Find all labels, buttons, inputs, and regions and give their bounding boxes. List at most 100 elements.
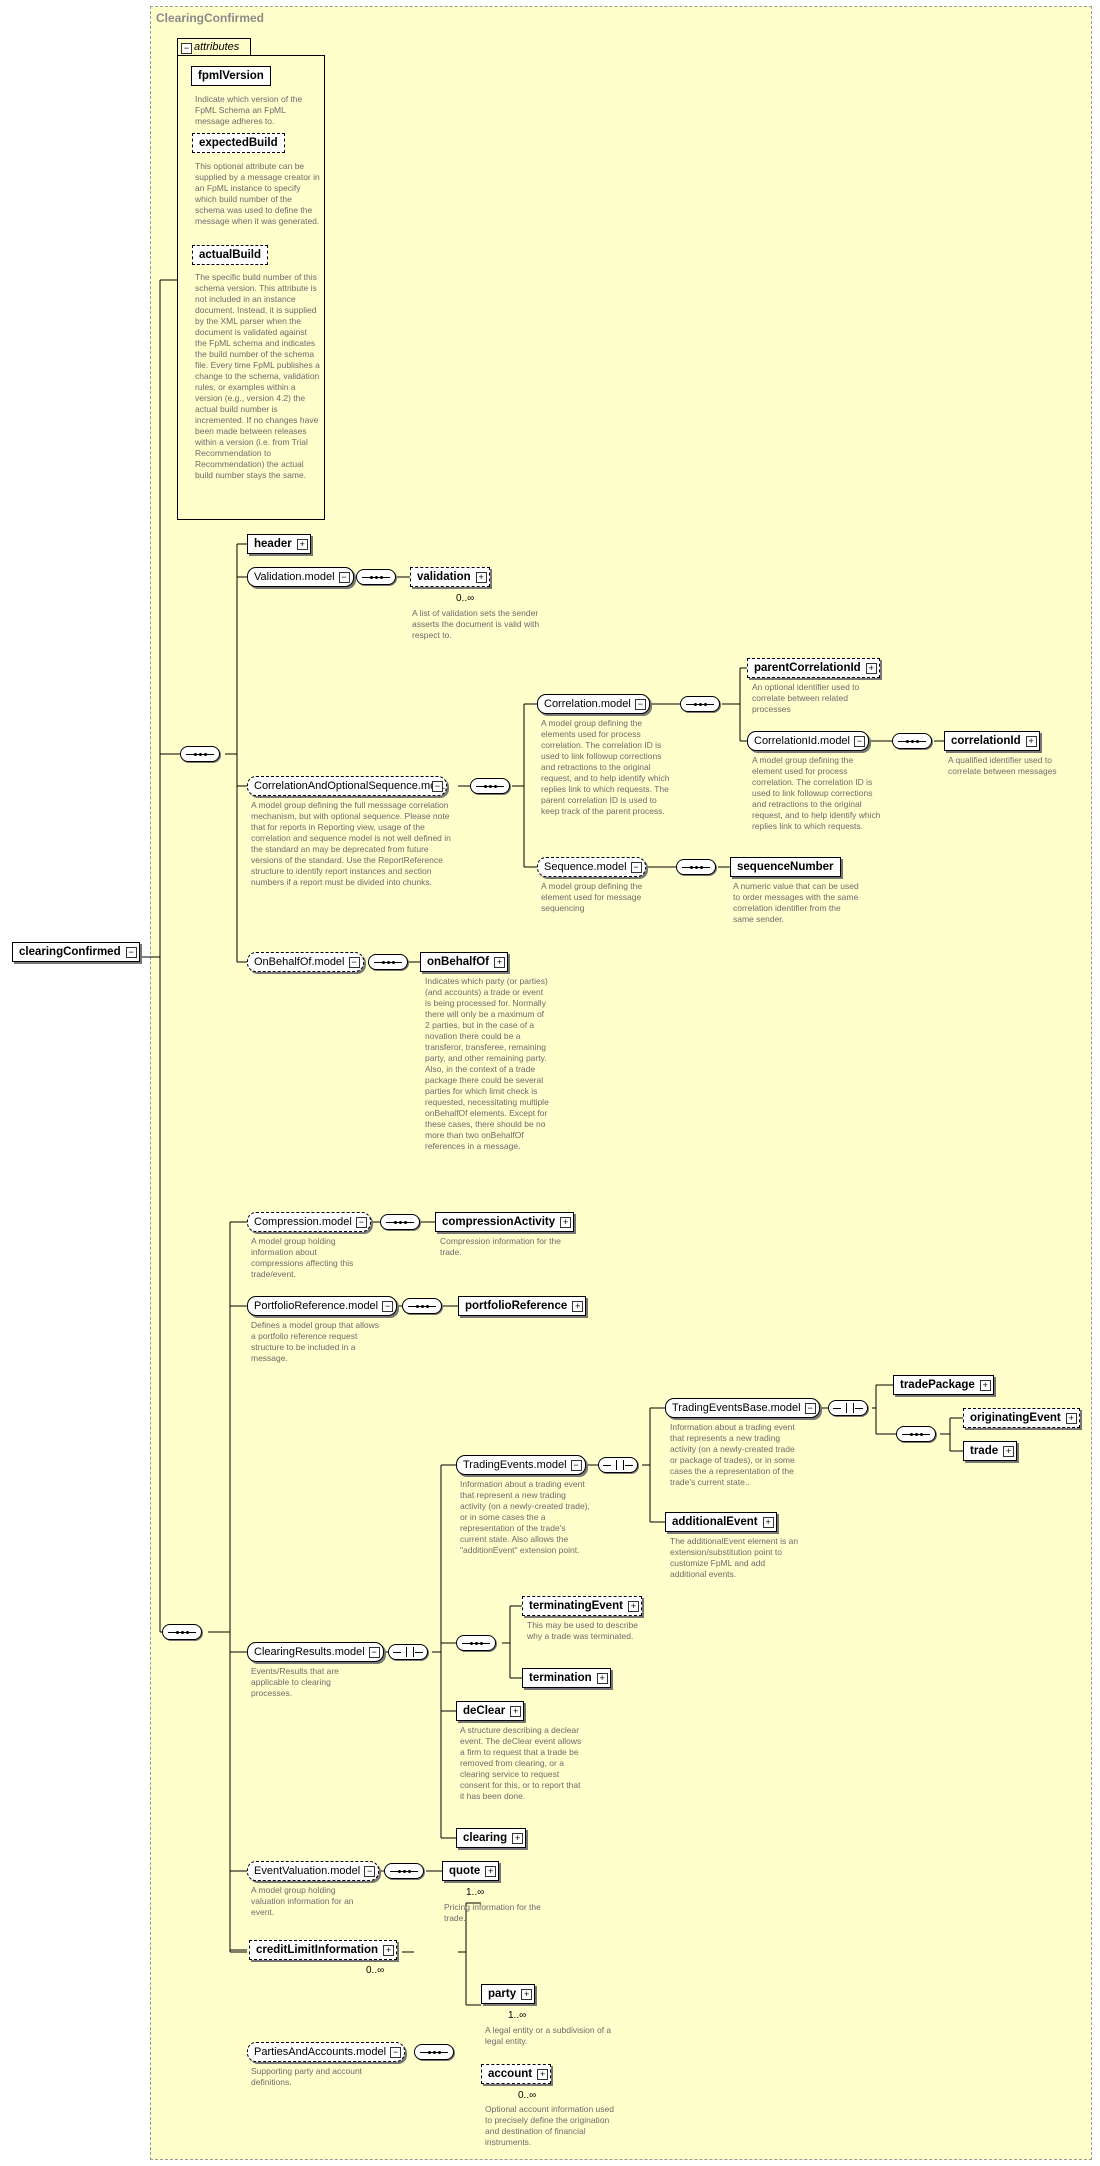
sequence-compositor[interactable] (368, 954, 408, 970)
group-validation-model-label: Validation.model (254, 571, 335, 583)
collapse-icon[interactable]: − (432, 781, 443, 792)
expand-icon[interactable]: + (596, 1673, 608, 1684)
collapse-icon[interactable]: − (368, 1647, 380, 1658)
sequence-compositor[interactable] (676, 859, 716, 875)
sequence-compositor[interactable] (470, 778, 510, 794)
group-correlation-model[interactable]: Correlation.model− (537, 694, 650, 714)
element-parent-correlation-id[interactable]: parentCorrelationId+ (747, 658, 880, 678)
sequence-compositor[interactable] (384, 1863, 424, 1879)
group-trading-events-model-label: TradingEvents.model (463, 1459, 567, 1471)
attributes-tab[interactable]: −attributes (177, 38, 251, 55)
element-trade-package[interactable]: tradePackage + (893, 1375, 994, 1395)
element-compression-activity[interactable]: compressionActivity+ (435, 1212, 575, 1232)
expand-icon[interactable]: + (521, 1989, 533, 2000)
element-header[interactable]: header+ (247, 534, 311, 554)
expand-icon[interactable]: + (572, 1301, 584, 1312)
root-element-label: clearingConfirmed (19, 946, 121, 958)
group-sequence-model[interactable]: Sequence.model− (537, 857, 646, 877)
element-quote[interactable]: quote + (442, 1861, 504, 1885)
sequence-compositor[interactable] (180, 746, 220, 762)
collapse-icon[interactable]: − (364, 1866, 376, 1877)
choice-compositor[interactable] (388, 1644, 428, 1660)
sequence-compositor[interactable] (162, 1624, 202, 1640)
element-portfolio-reference[interactable]: portfolioReference+ (458, 1296, 587, 1316)
collapse-icon[interactable]: − (125, 947, 137, 958)
expand-icon[interactable]: + (537, 2069, 549, 2080)
expand-icon[interactable]: + (1003, 1446, 1015, 1457)
element-party-label: party (488, 1988, 517, 2000)
expand-icon[interactable]: + (1065, 1413, 1077, 1424)
expand-icon[interactable]: + (485, 1866, 497, 1877)
expand-icon[interactable]: + (493, 957, 505, 968)
expand-icon[interactable]: + (512, 1833, 524, 1844)
collapse-icon[interactable]: − (804, 1403, 816, 1414)
collapse-icon[interactable]: − (348, 957, 360, 968)
group-on-behalf-of-model-label: OnBehalfOf.model (254, 956, 345, 968)
expand-icon[interactable]: + (865, 663, 877, 674)
collapse-icon[interactable]: − (630, 862, 642, 873)
element-credit-limit-information[interactable]: creditLimitInformation+ (249, 1940, 402, 1964)
group-portfolio-reference-model[interactable]: PortfolioReference.model− (247, 1296, 398, 1316)
element-termination[interactable]: termination+ (522, 1668, 611, 1688)
expand-icon[interactable]: + (510, 1706, 522, 1717)
collapse-icon[interactable]: − (570, 1460, 582, 1471)
sequence-compositor[interactable] (356, 569, 396, 585)
sequence-compositor[interactable] (380, 1214, 420, 1230)
element-clearing[interactable]: clearing+ (456, 1828, 527, 1848)
expand-icon[interactable]: + (979, 1380, 991, 1391)
collapse-icon[interactable]: − (181, 43, 192, 54)
element-quote-label: quote (449, 1865, 481, 1877)
expand-icon[interactable]: + (1025, 736, 1037, 747)
expand-icon[interactable]: + (296, 539, 308, 550)
element-correlation-id-label: correlationId (951, 735, 1021, 747)
element-validation-label: validation (417, 571, 471, 583)
sequence-compositor[interactable] (896, 1426, 936, 1442)
element-trade[interactable]: trade+ (963, 1441, 1018, 1461)
group-trading-events-base-model[interactable]: TradingEventsBase.model− (665, 1398, 820, 1418)
sequence-compositor[interactable] (414, 2044, 454, 2060)
expand-icon[interactable]: + (560, 1217, 572, 1228)
collapse-icon[interactable]: − (854, 736, 865, 747)
element-account[interactable]: account+ (481, 2064, 556, 2088)
attribute-expectedbuild[interactable]: expectedBuild (192, 133, 285, 153)
collapse-icon[interactable]: − (355, 1217, 367, 1228)
expand-icon[interactable]: + (627, 1601, 639, 1612)
element-correlation-id[interactable]: correlationId + (944, 731, 1040, 751)
collapse-icon[interactable]: − (634, 699, 646, 710)
group-trading-events-model[interactable]: TradingEvents.model− (456, 1455, 586, 1475)
sequence-compositor[interactable] (892, 733, 932, 749)
collapse-icon[interactable]: − (382, 1301, 394, 1312)
root-element-clearingconfirmed[interactable]: clearingConfirmed− (12, 942, 140, 962)
element-trade-package-label: tradePackage (900, 1379, 975, 1391)
element-originating-event[interactable]: originatingEvent+ (963, 1408, 1080, 1428)
expand-icon[interactable]: + (762, 1517, 774, 1528)
attribute-actualbuild[interactable]: actualBuild (192, 245, 268, 265)
choice-compositor[interactable] (828, 1400, 868, 1416)
sequence-compositor[interactable] (456, 1635, 496, 1651)
group-parties-and-accounts-model[interactable]: PartiesAndAccounts.model− (247, 2042, 406, 2062)
collapse-icon[interactable]: − (390, 2047, 402, 2058)
group-compression-model[interactable]: Compression.model− (247, 1212, 371, 1232)
cardinality-label: 0..∞ (366, 1965, 385, 1976)
element-party-description: A legal entity or a subdivision of a leg… (485, 2025, 612, 2046)
element-terminating-event[interactable]: terminatingEvent+ (522, 1596, 642, 1616)
choice-compositor[interactable] (598, 1457, 638, 1473)
element-on-behalf-of[interactable]: onBehalfOf+ (420, 952, 508, 972)
group-event-valuation-model[interactable]: EventValuation.model− (247, 1861, 380, 1881)
group-on-behalf-of-model[interactable]: OnBehalfOf.model− (247, 952, 364, 972)
group-correlation-id-model[interactable]: CorrelationId.model− (747, 731, 869, 751)
group-clearing-results-model[interactable]: ClearingResults.model− (247, 1642, 384, 1662)
element-validation[interactable]: validation + (410, 567, 494, 591)
element-additional-event[interactable]: additionalEvent+ (665, 1512, 777, 1532)
group-validation-model[interactable]: Validation.model− (247, 567, 354, 587)
sequence-compositor[interactable] (402, 1298, 442, 1314)
element-sequence-number[interactable]: sequenceNumber (730, 857, 841, 877)
collapse-icon[interactable]: − (338, 572, 350, 583)
element-party[interactable]: party + (481, 1984, 540, 2008)
attribute-fpmlversion[interactable]: fpmlVersion (191, 66, 271, 86)
expand-icon[interactable]: + (475, 572, 487, 583)
sequence-compositor[interactable] (680, 696, 720, 712)
element-de-clear[interactable]: deClear+ (456, 1701, 525, 1721)
expand-icon[interactable]: + (383, 1945, 395, 1956)
group-correlation-and-optional-sequence[interactable]: CorrelationAndOptionalSequence.mo...− (247, 776, 447, 796)
